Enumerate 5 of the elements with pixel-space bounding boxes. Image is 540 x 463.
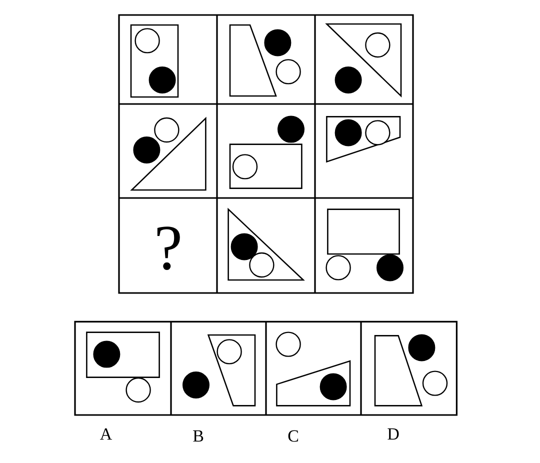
option-letter: D <box>388 428 399 440</box>
option-letter: B <box>193 430 204 442</box>
question-mark: ? <box>157 226 180 270</box>
option-letter: C <box>288 430 298 442</box>
option-letter: A <box>100 428 112 440</box>
